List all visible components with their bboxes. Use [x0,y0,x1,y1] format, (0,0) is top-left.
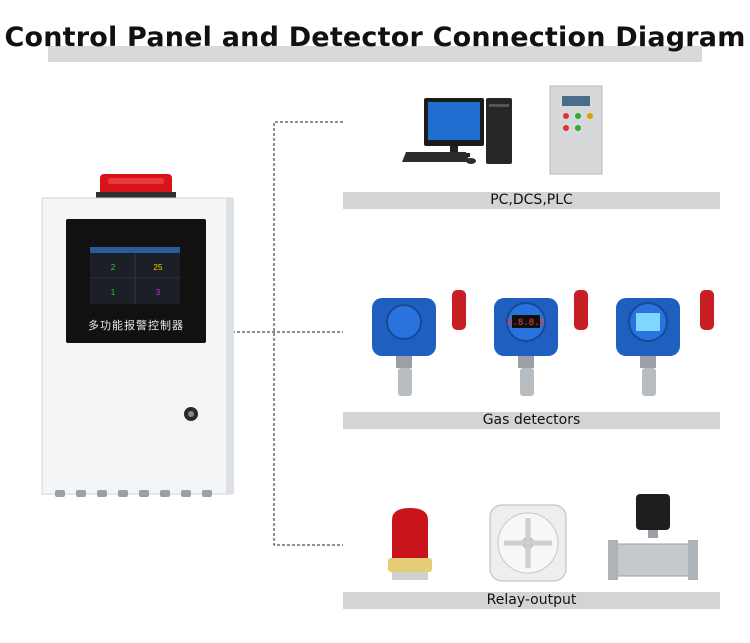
pc-group-label: PC,DCS,PLC [343,192,720,209]
detector-display-value: 8.8.8.8 [507,318,545,328]
connection-lines [232,121,343,546]
pc-group [402,85,603,175]
gas-detector-1 [372,290,466,396]
solenoid-valve-icon [608,494,698,580]
keyboard-icon [402,152,470,162]
gas-detector-2: 8.8.8.8 [494,290,588,396]
gas-detectors-group: 8.8.8.8 [372,290,714,396]
trunk-line [273,121,343,546]
mouse-icon [466,158,476,164]
strobe-light-icon [388,508,432,580]
diagram-title: Control Panel and Detector Connection Di… [4,22,746,53]
title-underline [48,46,702,62]
cable-glands [55,490,212,497]
screen-value-2: 25 [154,263,163,272]
screen-value-1: 2 [111,263,116,272]
pc-tower-icon [486,98,512,164]
control-panel: 2 25 1 3 多功能报警控制器 [41,174,234,497]
gas-detectors-label: Gas detectors [343,412,720,429]
screen-value-4: 3 [156,288,161,297]
exhaust-fan-icon [489,504,567,582]
relay-output-group [388,494,698,582]
screen-value-3: 1 [111,288,116,297]
panel-label: 多功能报警控制器 [88,318,184,332]
gas-detector-3 [616,290,714,396]
relay-output-label: Relay-output [343,592,720,609]
